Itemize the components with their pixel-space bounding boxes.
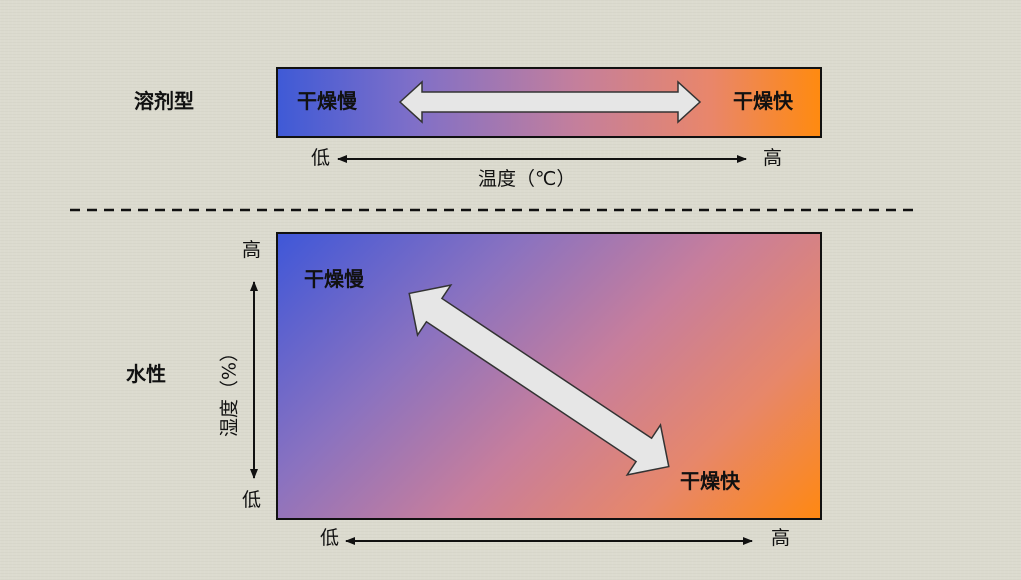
solvent-fast-label: 干燥快	[733, 89, 793, 113]
solvent-type-label: 溶剂型	[134, 89, 194, 113]
water-y-axis-high: 高	[242, 239, 262, 261]
solvent-axis-low: 低	[311, 147, 331, 169]
water-x-axis-low: 低	[320, 527, 340, 549]
water-y-axis-low: 低	[242, 489, 262, 511]
solvent-double-arrow-icon	[398, 80, 702, 124]
water-fast-label: 干燥快	[680, 469, 740, 493]
solvent-slow-label: 干燥慢	[297, 89, 357, 113]
solvent-axis-high: 高	[763, 147, 783, 169]
water-type-label: 水性	[126, 362, 166, 386]
solvent-axis-title: 温度（℃）	[478, 168, 576, 190]
water-slow-label: 干燥慢	[304, 267, 364, 291]
water-x-axis-high: 高	[771, 527, 791, 549]
water-diagonal-arrow-icon	[408, 284, 670, 476]
